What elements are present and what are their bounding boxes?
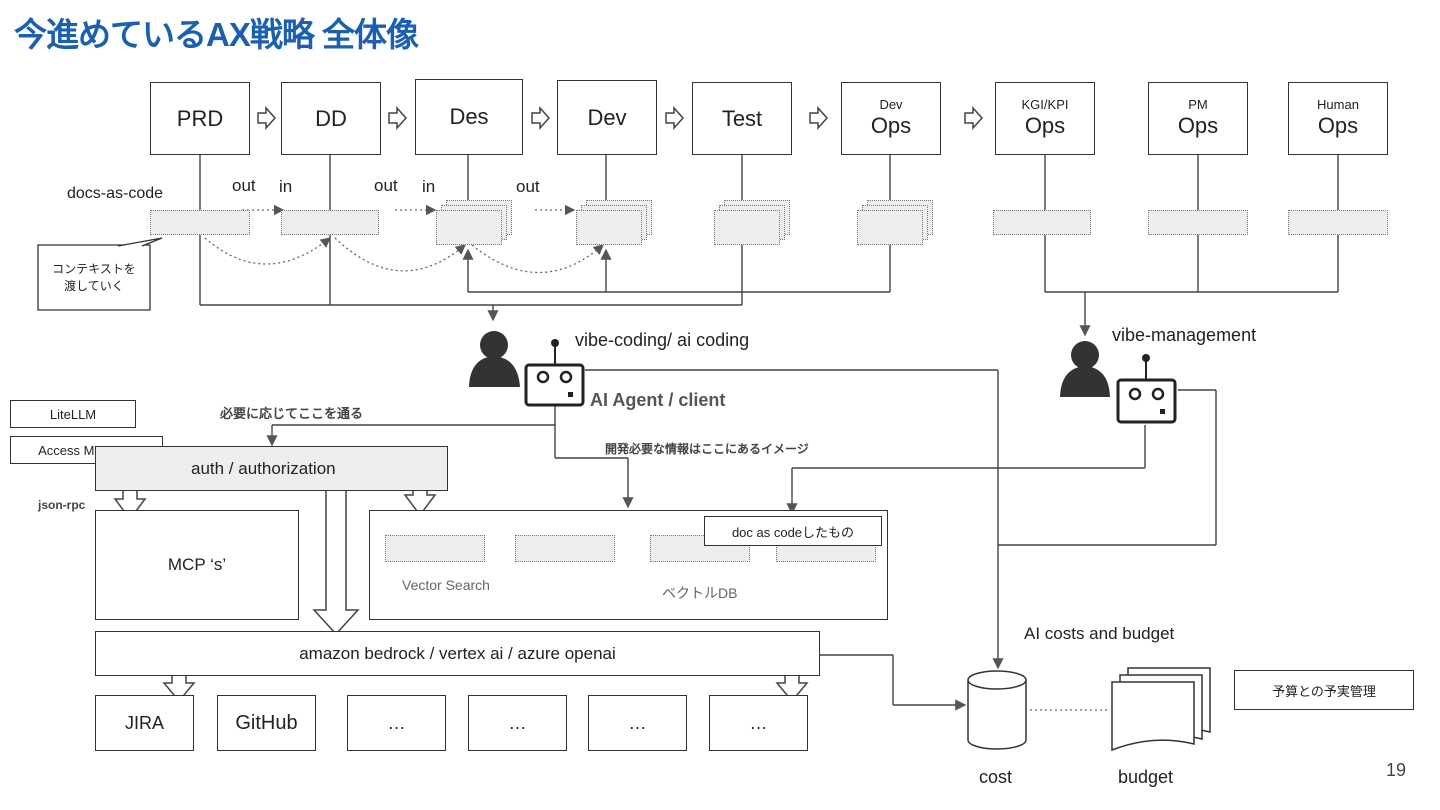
- doc-placeholder: [1288, 210, 1388, 235]
- cost-cylinder: [967, 670, 1027, 750]
- stage-prd: PRD: [150, 82, 250, 155]
- doc-placeholder: [515, 535, 615, 562]
- vibe-coding-label: vibe-coding/ ai coding: [575, 330, 750, 350]
- cost-label: cost: [979, 767, 1013, 787]
- json-rpc-label: json-rpc: [38, 498, 86, 512]
- page-title: 今進めているAX戦略 全体像: [14, 16, 419, 53]
- page-number: 19: [1386, 760, 1407, 780]
- doc-stack-placeholder: [857, 210, 923, 245]
- budget-label: budget: [1118, 767, 1174, 787]
- tool-placeholder: …: [588, 695, 687, 751]
- stage-dev: Dev: [557, 80, 657, 155]
- doc-stack-placeholder: [436, 210, 502, 245]
- tool-github: GitHub: [217, 695, 316, 751]
- flow-label-out: out: [232, 176, 256, 195]
- tool-placeholder: …: [468, 695, 567, 751]
- pass-through-note: 必要に応じてここを通る: [220, 406, 364, 421]
- flow-label-out: out: [374, 176, 398, 195]
- llm-provider-bar: amazon bedrock / vertex ai / azure opena…: [95, 631, 820, 676]
- flow-label-out: out: [516, 177, 540, 196]
- doc-stack-placeholder: [576, 210, 642, 245]
- ai-agent-label: AI Agent / client: [590, 390, 726, 410]
- litellm-box: LiteLLM: [10, 400, 136, 428]
- doc-placeholder: [1148, 210, 1248, 235]
- budget-management-box: 予算との予実管理: [1234, 670, 1414, 710]
- vibe-management-label: vibe-management: [1112, 325, 1257, 345]
- ai-costs-label: AI costs and budget: [1024, 624, 1175, 643]
- doc-stack-placeholder: [714, 210, 780, 245]
- callout-text: コンテキストを渡していく: [52, 262, 136, 293]
- tool-jira: JIRA: [95, 695, 194, 751]
- mcp-box: MCP ‘s’: [95, 510, 299, 620]
- vector-db-label: ベクトルDB: [662, 585, 738, 601]
- doc-placeholder: [385, 535, 485, 562]
- stage-des: Des: [415, 79, 523, 155]
- robot-icon: [524, 339, 1177, 424]
- info-note: 開発必要な情報はここにあるイメージ: [605, 442, 809, 456]
- tool-placeholder: …: [709, 695, 808, 751]
- flow-label-in: in: [422, 177, 436, 196]
- stage-dd: DD: [281, 82, 381, 155]
- doc-placeholder: [281, 210, 379, 235]
- budget-docs-icon: [1111, 667, 1211, 752]
- person-icon: [469, 331, 1110, 397]
- doc-placeholder: [150, 210, 250, 235]
- doc-placeholder: [993, 210, 1091, 235]
- auth-bar: auth / authorization: [95, 446, 448, 491]
- flow-label-in: in: [279, 177, 293, 196]
- vector-search-label: Vector Search: [402, 577, 490, 593]
- docs-as-code-label: docs-as-code: [67, 185, 164, 202]
- tool-placeholder: …: [347, 695, 446, 751]
- doc-as-code-box: doc as codeしたもの: [704, 516, 882, 546]
- callout-bubble: [37, 244, 151, 311]
- stage-test: Test: [692, 82, 792, 155]
